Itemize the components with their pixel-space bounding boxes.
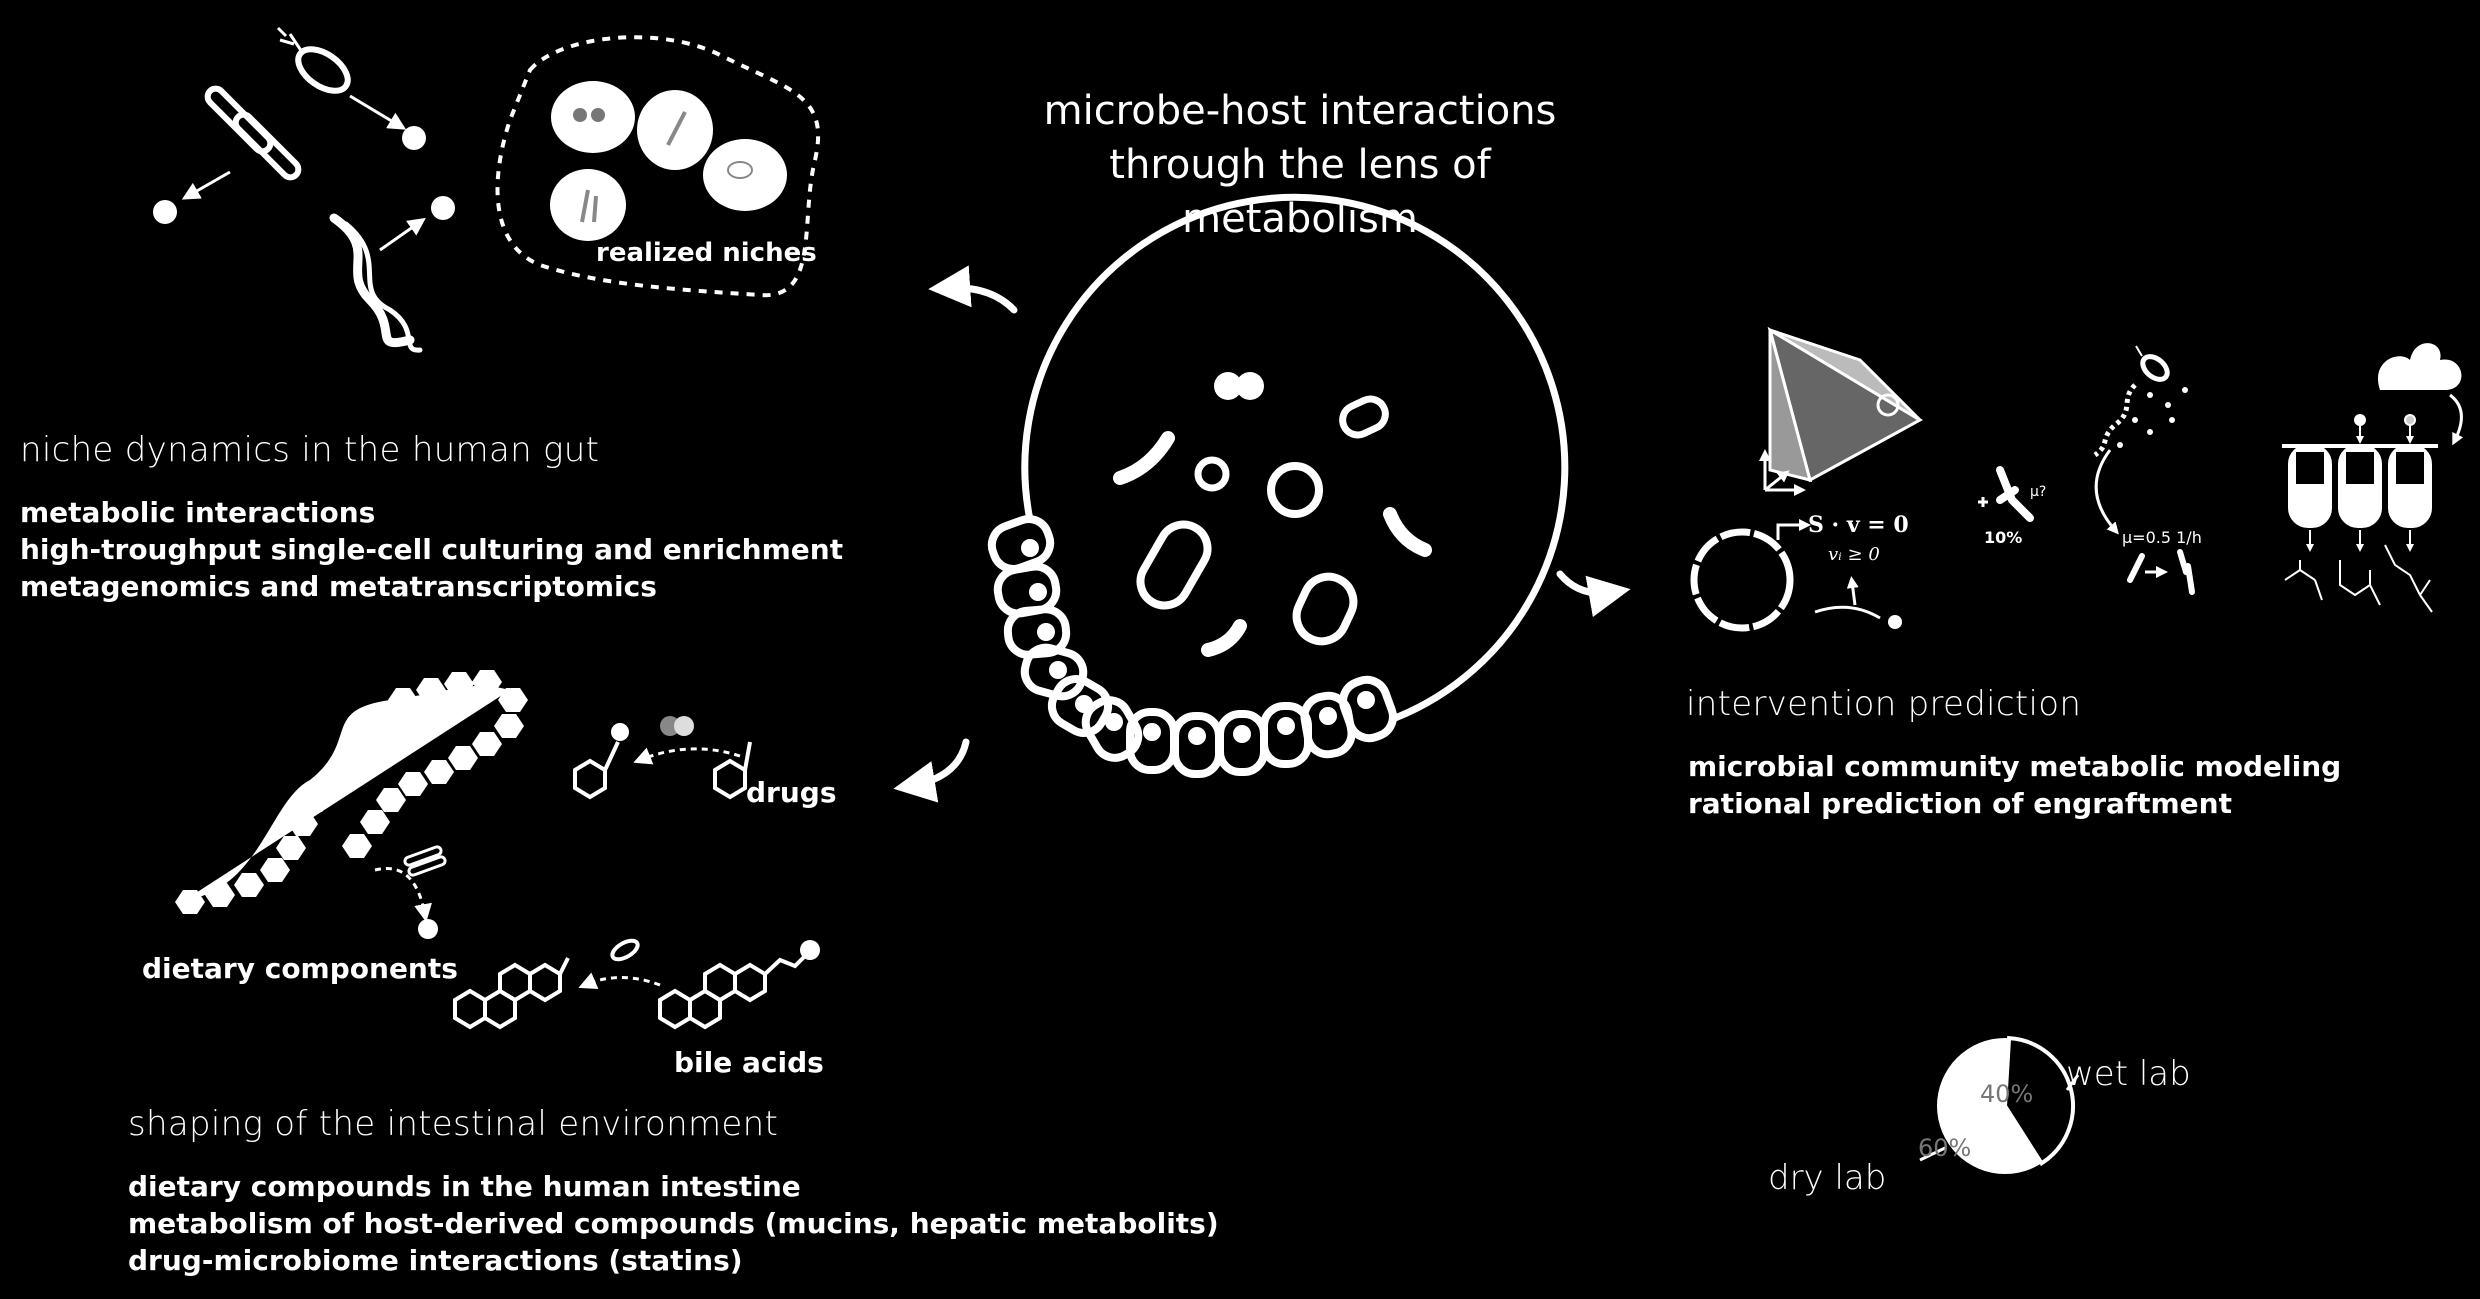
title-line-1: microbe-host interactions — [1043, 88, 1557, 134]
wet-lab-label: wet lab — [2066, 1054, 2191, 1094]
dry-percent: 60% — [1918, 1134, 1972, 1162]
growth-rate-label: μ=0.5 1/h — [2122, 528, 2202, 547]
culture-tubes — [2282, 343, 2464, 613]
niche-items: metabolic interactions high-troughput si… — [20, 494, 843, 605]
arrow-to-niche — [928, 265, 1018, 314]
drugs-label: drugs — [746, 776, 837, 809]
niche-heading: niche dynamics in the human gut — [20, 430, 600, 470]
shaping-item: drug-microbiome interactions (statins) — [128, 1244, 743, 1277]
lab-split-pie — [1919, 1036, 2080, 1174]
wet-leader-line — [2065, 1074, 2080, 1091]
intervention-item: microbial community metabolic modeling — [1688, 750, 2342, 783]
arrow-to-intervention — [1556, 570, 1631, 618]
drug-molecules — [573, 716, 752, 800]
epithelial-cells — [987, 515, 1397, 778]
intervention-items: microbial community metabolic modeling r… — [1688, 748, 2341, 822]
dietary-hexagons — [175, 670, 528, 914]
scfa-structures — [2284, 544, 2433, 613]
engraftment-percent: 10% — [1984, 528, 2023, 547]
metabolic-network — [1690, 519, 1902, 632]
intervention-heading: intervention prediction — [1686, 684, 2082, 724]
fba-constraint: vᵢ ≥ 0 — [1828, 544, 1880, 565]
niche-microbes — [153, 26, 821, 353]
wet-percent: 40% — [1980, 1080, 2034, 1108]
dietary-components-label: dietary components — [142, 952, 458, 985]
niche-item: metagenomics and metatranscriptomics — [20, 570, 657, 603]
shaping-heading: shaping of the intestinal environment — [128, 1104, 779, 1144]
shaping-item: dietary compounds in the human intestine — [128, 1170, 801, 1203]
dry-leader-line — [1919, 1146, 1946, 1162]
arrow-to-shaping — [893, 738, 970, 803]
cell-nuclei — [1021, 539, 1375, 745]
title-line-3: metabolism — [1182, 196, 1418, 242]
diagram-title: microbe-host interactions through the le… — [1010, 84, 1590, 246]
stool-icon — [2377, 343, 2462, 390]
pie-wet-slice — [2002, 1036, 2076, 1167]
dietary-degradation — [374, 845, 447, 939]
shaping-item: metabolism of host-derived compounds (mu… — [128, 1207, 1219, 1240]
niche-item: high-troughput single-cell culturing and… — [20, 533, 844, 566]
lumen-microbes — [1113, 372, 1432, 657]
bile-acids-label: bile acids — [674, 1046, 824, 1079]
engraftment-graphic — [1978, 345, 2195, 595]
niche-item: metabolic interactions — [20, 496, 376, 529]
fba-equation: S · v = 0 — [1808, 512, 1909, 538]
flux-cone — [1759, 326, 1924, 496]
growth-rate-question: μ? — [2030, 484, 2047, 500]
bile-acid-molecules — [453, 938, 820, 1030]
center-arrows — [893, 265, 1631, 803]
intervention-item: rational prediction of engraftment — [1688, 787, 2232, 820]
dry-lab-label: dry lab — [1768, 1158, 1887, 1198]
gut-cross-section — [987, 193, 1569, 778]
title-line-2: through the lens of — [1109, 142, 1491, 188]
dietary-polymer-chain — [185, 685, 510, 900]
gut-wall-arc — [1021, 193, 1569, 724]
shaping-items: dietary compounds in the human intestine… — [128, 1168, 1219, 1279]
realized-niches-label: realized niches — [596, 238, 817, 268]
